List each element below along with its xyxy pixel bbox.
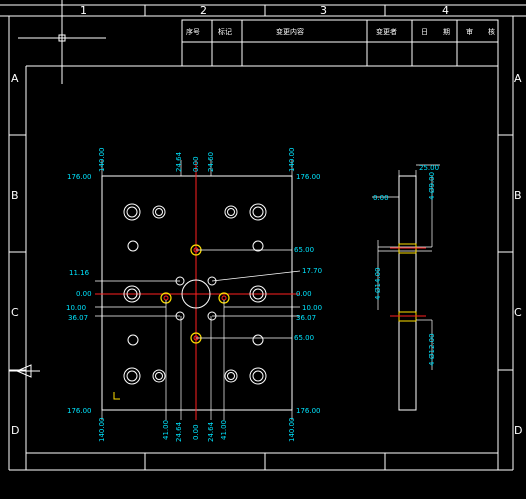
drawing-frame <box>0 4 526 471</box>
dim-right-3: 0.00 <box>296 290 312 298</box>
zone-col-4: 4 <box>442 4 449 17</box>
dim-left-bottom: 176.00 <box>67 407 92 415</box>
side-dim-depth: 4-Ø9.00 <box>428 172 436 200</box>
rev-header-date: 期 <box>443 28 450 36</box>
center-bore <box>181 279 211 309</box>
zone-col-2: 2 <box>200 4 207 17</box>
rev-header-changer: 变更者 <box>376 27 397 36</box>
zone-row-d-right: D <box>514 424 522 437</box>
zone-row-c-left: C <box>11 306 19 319</box>
front-view-leaders <box>95 160 301 420</box>
zone-col-3: 3 <box>320 4 327 17</box>
dim-bottom-d: 24.64 <box>207 421 215 442</box>
dim-top-b: 0.00 <box>192 156 200 172</box>
side-dim-offset: 0.00 <box>373 194 389 202</box>
dim-right-bottom: 176.00 <box>296 407 321 415</box>
dim-top-a: 24.64 <box>175 151 183 172</box>
dim-bottom-a: 41.00 <box>162 420 170 440</box>
dim-right-1: 65.00 <box>294 246 314 254</box>
dim-left-1: 11.16 <box>69 269 90 277</box>
revision-table: 序号 标记 变更内容 变更者 日 期 审 核 <box>181 19 499 67</box>
rev-header-review: 审 <box>466 27 473 36</box>
dim-right-top: 176.00 <box>296 173 321 181</box>
dim-top-left: 140.00 <box>98 148 106 173</box>
rev-header-day: 日 <box>421 28 428 36</box>
zone-row-a-left: A <box>11 72 19 85</box>
orientation-arrow-icon <box>9 364 40 378</box>
front-view-plate <box>95 160 300 420</box>
side-dim-hole-upper: 4-Ø14.00 <box>374 267 382 300</box>
side-dim-hole-lower: 4-Ø12.00 <box>428 333 436 366</box>
zone-col-1: 1 <box>80 4 87 17</box>
dim-right-6: 65.00 <box>294 334 314 342</box>
dim-bottom-e: 41.00 <box>220 420 228 440</box>
dim-left-top: 176.00 <box>67 173 92 181</box>
side-view-dimensions: 25.00 4-Ø9.00 0.00 4-Ø14.00 4-Ø12.00 <box>373 164 439 366</box>
zone-row-d-left: D <box>11 424 19 437</box>
dim-left-3: 10.00 <box>66 304 86 312</box>
dim-left-2: 0.00 <box>76 290 92 298</box>
dim-bottom-b: 24.64 <box>175 421 183 442</box>
zone-labels: 1 2 3 4 A B C D A B C D <box>11 4 522 437</box>
zone-row-b-left: B <box>11 189 19 202</box>
zone-row-a-right: A <box>514 72 522 85</box>
zone-row-c-right: C <box>514 306 522 319</box>
rev-header-mark: 标记 <box>218 27 232 36</box>
dim-top-c: 24.60 <box>207 152 215 172</box>
dim-right-4: 10.00 <box>302 304 322 312</box>
dim-bottom-right: 140.00 <box>288 418 296 443</box>
dim-top-right: 140.00 <box>288 148 296 173</box>
side-view-plate <box>372 164 440 411</box>
dim-right-5: 36.07 <box>296 314 316 322</box>
rev-header-no: 序号 <box>186 27 200 36</box>
crosshair-cursor-icon <box>18 0 106 84</box>
rev-header-content: 变更内容 <box>276 27 304 36</box>
dim-right-2: 17.70 <box>302 267 322 275</box>
side-dim-width: 25.00 <box>419 164 439 172</box>
dim-bottom-left: 140.00 <box>98 418 106 443</box>
rev-header-check: 核 <box>488 27 495 36</box>
dim-left-4: 36.07 <box>68 314 88 322</box>
origin-marker-icon <box>113 392 120 400</box>
front-view-dimensions: 140.00 24.64 0.00 24.60 140.00 176.00 17… <box>66 148 322 443</box>
dim-bottom-c: 0.00 <box>192 424 200 440</box>
zone-row-b-right: B <box>514 189 522 202</box>
